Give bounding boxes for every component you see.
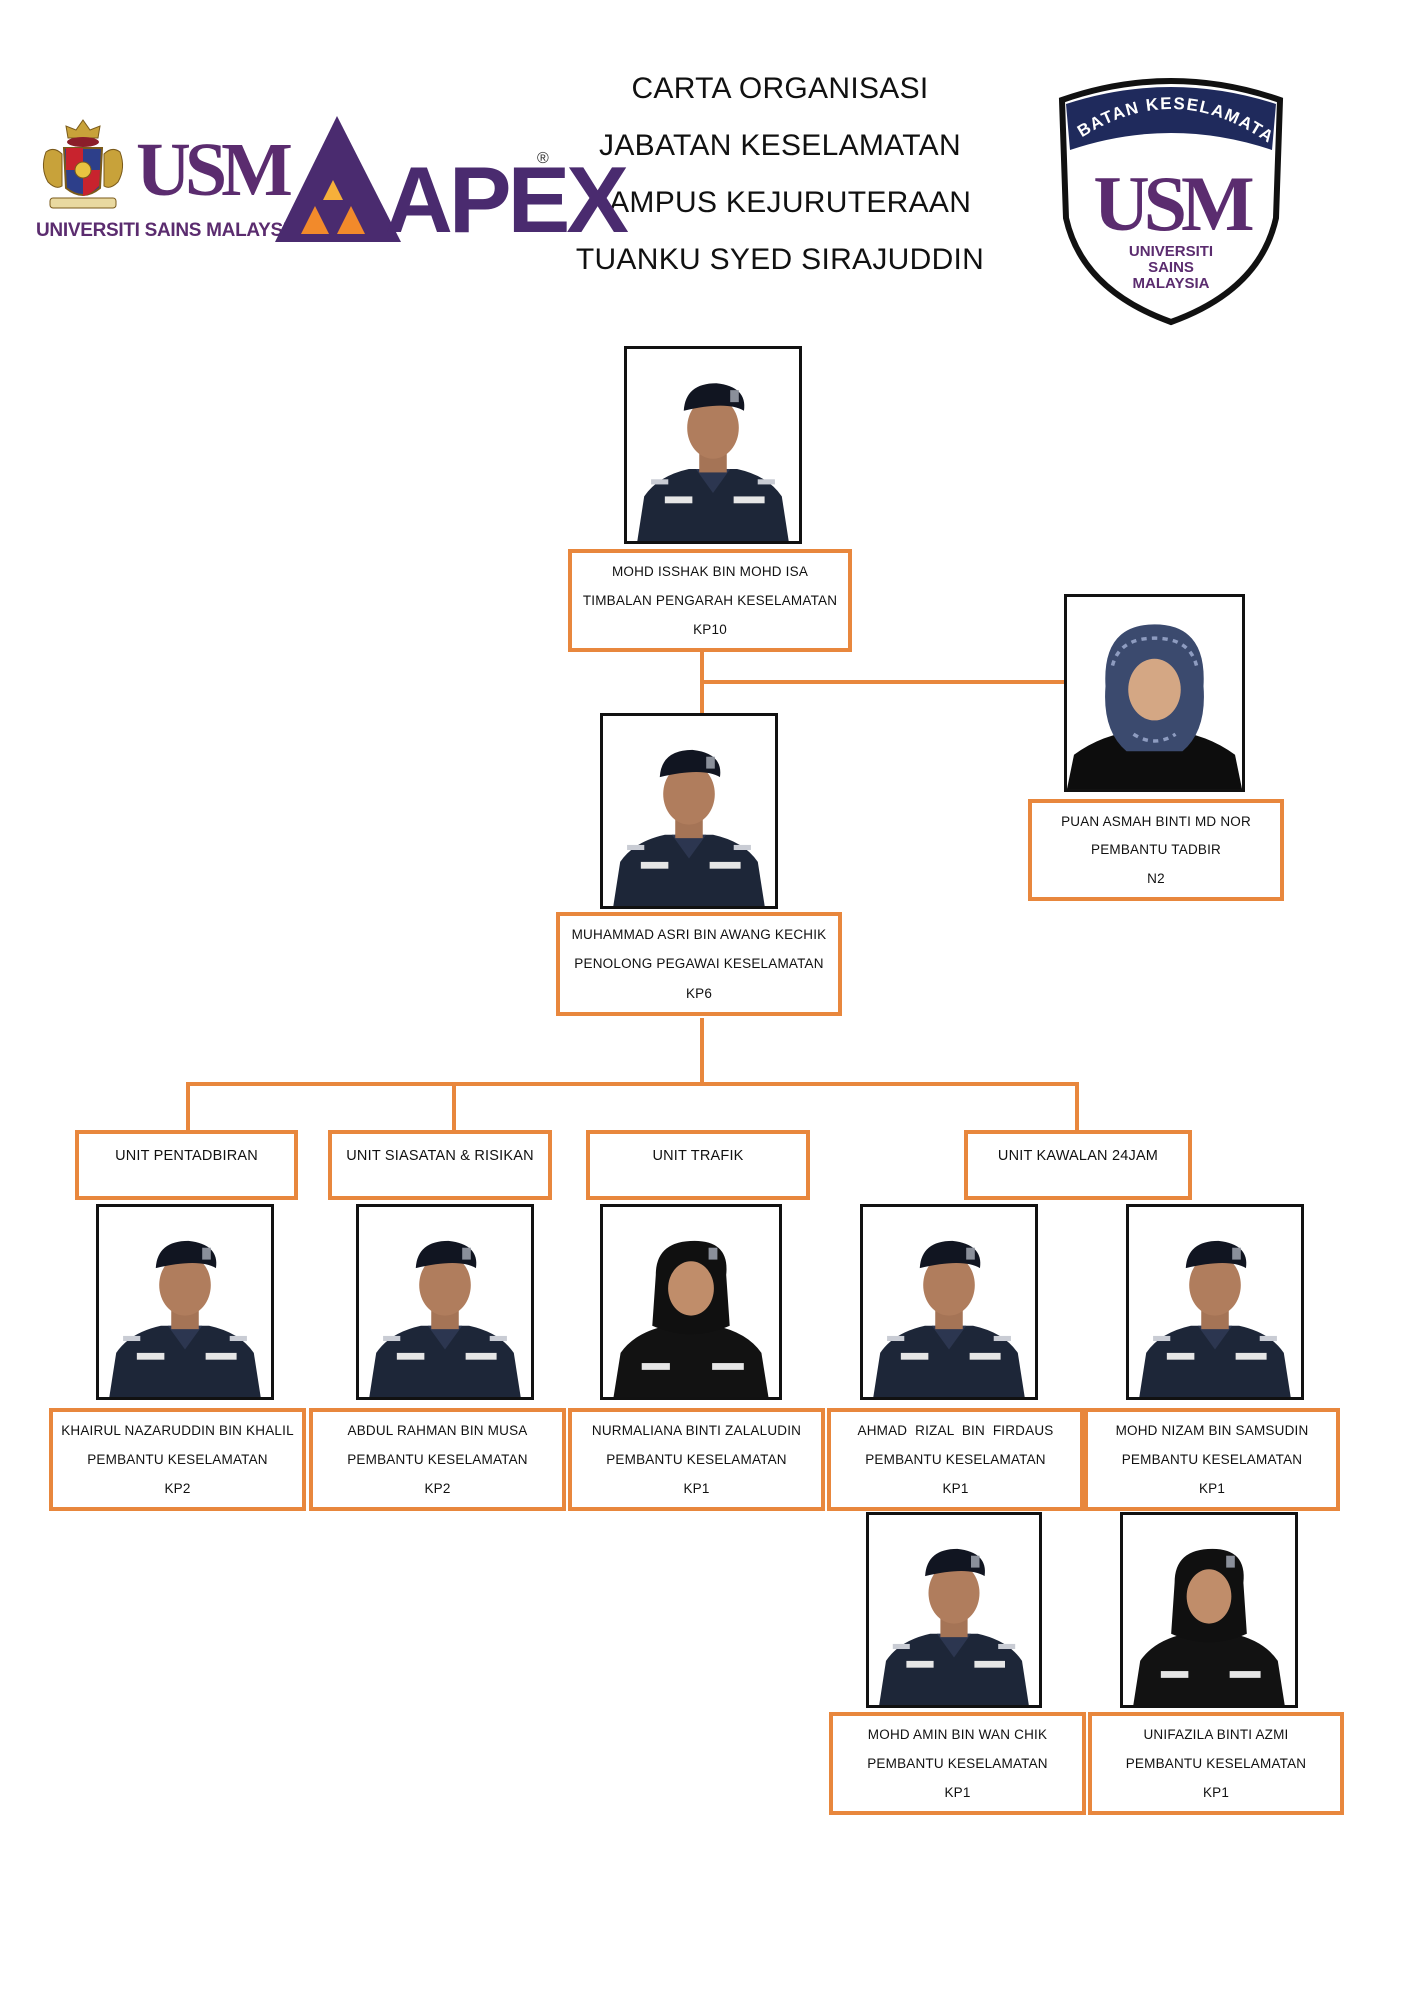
khairul-title: PEMBANTU KESELAMATAN: [87, 1452, 268, 1467]
nurmaliana-title: PEMBANTU KESELAMATAN: [606, 1452, 787, 1467]
connector-units-horizontal: [186, 1082, 1079, 1086]
asri-title: PENOLONG PEGAWAI KESELAMATAN: [574, 956, 824, 972]
officer-portrait-icon: [869, 1515, 1039, 1705]
khairul-grade: KP2: [164, 1481, 191, 1496]
title-line-3: KAMPUS KEJURUTERAAN: [588, 186, 972, 219]
photo-khairul: [96, 1204, 274, 1400]
isshak-title: TIMBALAN PENGARAH KESELAMATAN: [582, 593, 838, 608]
apex-registered-mark: ®: [537, 150, 549, 167]
photo-abdul: [356, 1204, 534, 1400]
nizam-name: MOHD NIZAM BIN SAMSUDIN: [1115, 1423, 1309, 1438]
box-unifazila: UNIFAZILA BINTI AZMI PEMBANTU KESELAMATA…: [1088, 1712, 1344, 1815]
photo-nizam: [1126, 1204, 1304, 1400]
box-khairul: KHAIRUL NAZARUDDIN BIN KHALIL PEMBANTU K…: [49, 1408, 306, 1511]
unit-siasatan-risikan: UNIT SIASATAN & RISIKAN: [328, 1130, 552, 1200]
usm-wordmark: USM: [136, 128, 293, 212]
shield-sub-2: SAINS: [1148, 259, 1194, 276]
box-isshak: MOHD ISSHAK BIN MOHD ISA TIMBALAN PENGAR…: [568, 549, 852, 652]
abdul-title: PEMBANTU KESELAMATAN: [347, 1452, 528, 1467]
unifazila-title: PEMBANTU KESELAMATAN: [1125, 1756, 1307, 1771]
connector-isshak-down: [700, 652, 704, 718]
asri-grade: KP6: [685, 985, 713, 1001]
shield-sub-1: UNIVERSITI: [1129, 243, 1213, 260]
photo-amin: [866, 1512, 1042, 1708]
shield-sub-3: MALAYSIA: [1133, 275, 1210, 292]
photo-isshak: [624, 346, 802, 544]
usm-name: UNIVERSITI SAINS MALAYSIA: [36, 220, 302, 241]
box-asri: MUHAMMAD ASRI BIN AWANG KECHIK PENOLONG …: [556, 912, 842, 1016]
nurmaliana-name: NURMALIANA BINTI ZALALUDIN: [591, 1423, 802, 1438]
asmah-title: PEMBANTU TADBIR: [1090, 842, 1222, 858]
box-asmah: PUAN ASMAH BINTI MD NOR PEMBANTU TADBIR …: [1028, 799, 1284, 901]
officer-portrait-icon: [1129, 1207, 1301, 1397]
security-department-shield-logo: JABATAN KESELAMATAN USM UNIVERSITI SAINS…: [1033, 53, 1302, 330]
box-abdul: ABDUL RAHMAN BIN MUSA PEMBANTU KESELAMAT…: [309, 1408, 566, 1511]
photo-unifazila: [1120, 1512, 1298, 1708]
photo-asri: [600, 713, 778, 909]
title-line-4: TUANKU SYED SIRAJUDDIN: [575, 243, 985, 276]
apex-logo: APEX ®: [275, 110, 629, 250]
nizam-grade: KP1: [1198, 1481, 1226, 1496]
nurmaliana-grade: KP1: [683, 1481, 710, 1496]
nizam-title: PEMBANTU KESELAMATAN: [1121, 1452, 1303, 1467]
unifazila-name: UNIFAZILA BINTI AZMI: [1143, 1727, 1289, 1742]
officer-portrait-icon: [359, 1207, 531, 1397]
ahmad-grade: KP1: [942, 1481, 969, 1496]
khairul-name: KHAIRUL NAZARUDDIN BIN KHALIL: [61, 1423, 294, 1438]
shield-wordmark: USM: [1093, 160, 1253, 247]
photo-asmah: [1064, 594, 1245, 792]
abdul-name: ABDUL RAHMAN BIN MUSA: [347, 1423, 528, 1438]
amin-grade: KP1: [944, 1785, 971, 1800]
connector-to-asmah: [700, 680, 1068, 684]
usm-logo: USM UNIVERSITI SAINS MALAYSIA: [34, 112, 302, 252]
connector-unit-siasatan: [452, 1082, 456, 1132]
amin-title: PEMBANTU KESELAMATAN: [867, 1756, 1048, 1771]
connector-unit-pentadbiran: [186, 1082, 190, 1132]
unit-trafik: UNIT TRAFIK: [586, 1130, 810, 1200]
chart-title: CARTA ORGANISASI JABATAN KESELAMATAN KAM…: [520, 60, 1040, 288]
asmah-grade: N2: [1147, 871, 1165, 887]
apex-text: APEX: [385, 147, 629, 252]
usm-crest-icon: [42, 119, 124, 209]
abdul-grade: KP2: [424, 1481, 451, 1496]
officer-portrait-icon: [863, 1207, 1035, 1397]
connector-asri-down: [700, 1018, 704, 1084]
photo-ahmad: [860, 1204, 1038, 1400]
box-amin: MOHD AMIN BIN WAN CHIK PEMBANTU KESELAMA…: [829, 1712, 1086, 1815]
connector-unit-kawalan: [1075, 1082, 1079, 1132]
officer-portrait-icon: [627, 349, 799, 541]
title-line-1: CARTA ORGANISASI: [631, 72, 929, 105]
title-line-2: JABATAN KESELAMATAN: [599, 129, 961, 162]
unifazila-grade: KP1: [1202, 1785, 1230, 1800]
asri-name: MUHAMMAD ASRI BIN AWANG KECHIK: [571, 927, 827, 943]
unit-kawalan-24jam: UNIT KAWALAN 24JAM: [964, 1130, 1192, 1200]
officer-woman-portrait-icon: [1123, 1515, 1295, 1705]
officer-woman-portrait-icon: [603, 1207, 779, 1397]
officer-portrait-icon: [99, 1207, 271, 1397]
asmah-name: PUAN ASMAH BINTI MD NOR: [1061, 813, 1251, 829]
photo-nurmaliana: [600, 1204, 782, 1400]
shield-icon: JABATAN KESELAMATAN USM UNIVERSITI SAINS…: [1033, 53, 1284, 326]
apex-triangle-icon: [275, 116, 401, 242]
ahmad-name: AHMAD RIZAL BIN FIRDAUS: [857, 1423, 1054, 1438]
isshak-name: MOHD ISSHAK BIN MOHD ISA: [611, 564, 809, 579]
woman-portrait-icon: [1067, 597, 1242, 789]
ahmad-title: PEMBANTU KESELAMATAN: [865, 1452, 1046, 1467]
box-ahmad: AHMAD RIZAL BIN FIRDAUS PEMBANTU KESELAM…: [827, 1408, 1084, 1511]
unit-pentadbiran: UNIT PENTADBIRAN: [75, 1130, 298, 1200]
box-nurmaliana: NURMALIANA BINTI ZALALUDIN PEMBANTU KESE…: [568, 1408, 825, 1511]
amin-name: MOHD AMIN BIN WAN CHIK: [867, 1727, 1048, 1742]
isshak-grade: KP10: [693, 622, 727, 637]
officer-portrait-icon: [603, 716, 775, 906]
box-nizam: MOHD NIZAM BIN SAMSUDIN PEMBANTU KESELAM…: [1084, 1408, 1340, 1511]
